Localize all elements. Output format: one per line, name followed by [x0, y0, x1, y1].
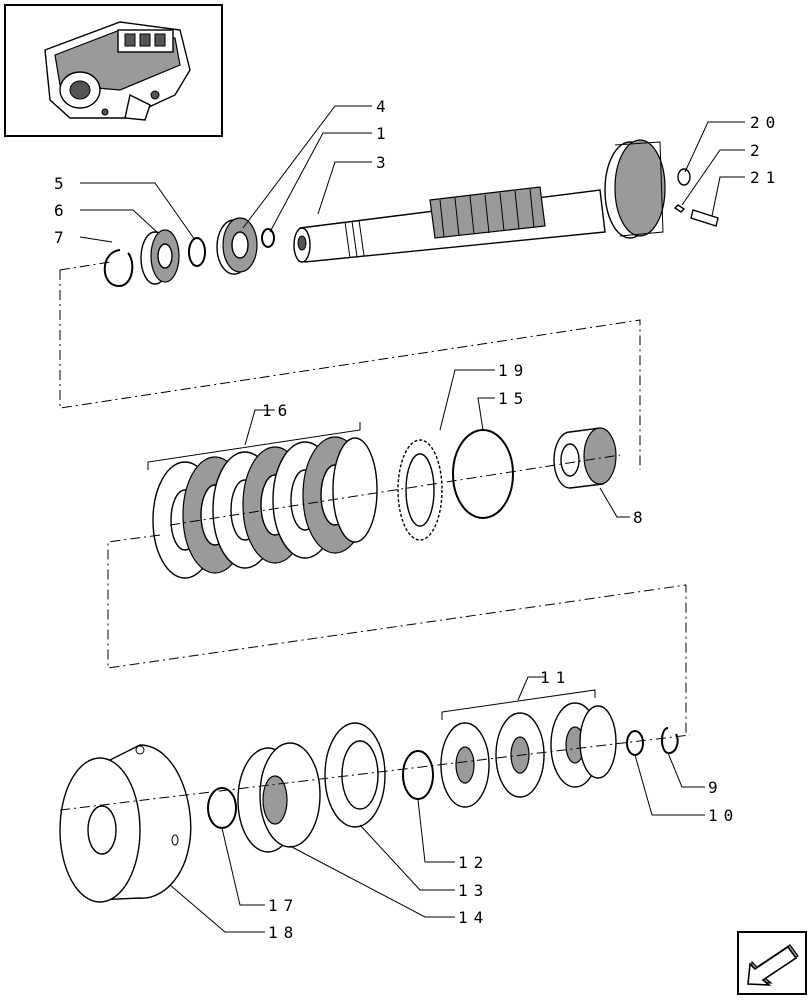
steel-disc-19[interactable] [397, 439, 443, 541]
previous-page-arrow-icon[interactable] [737, 931, 807, 995]
callout-9[interactable]: 9 [708, 778, 724, 797]
callout-13[interactable]: 13 [458, 881, 489, 900]
pin-2[interactable] [673, 204, 686, 213]
callout-11[interactable]: 11 [540, 668, 571, 687]
callout-17[interactable]: 17 [268, 896, 299, 915]
leader-lines [79, 105, 745, 933]
piston-14[interactable] [237, 742, 321, 853]
snap-ring-7[interactable] [103, 249, 134, 288]
callout-8[interactable]: 8 [633, 508, 649, 527]
callout-14[interactable]: 14 [458, 908, 489, 927]
belleville-springs-11[interactable] [440, 702, 617, 808]
plate-13[interactable] [324, 722, 386, 828]
callout-19[interactable]: 19 [498, 361, 529, 380]
ring-5[interactable] [188, 237, 206, 267]
callout-10[interactable]: 10 [708, 806, 739, 825]
seal-ring-17[interactable] [207, 787, 237, 829]
callout-20[interactable]: 20 [750, 113, 781, 132]
drum-housing-18[interactable] [59, 744, 192, 903]
callout-1[interactable]: 1 [376, 124, 392, 143]
callout-18[interactable]: 18 [268, 923, 299, 942]
callout-labels: 4 1 3 5 6 7 20 2 21 19 15 16 8 11 9 10 1… [54, 97, 781, 942]
callout-2[interactable]: 2 [750, 141, 766, 160]
callout-16[interactable]: 16 [262, 401, 293, 420]
ring-10[interactable] [626, 730, 644, 756]
callout-15[interactable]: 15 [498, 389, 529, 408]
snap-ring-15[interactable] [452, 429, 514, 519]
ring-12[interactable] [402, 750, 434, 800]
callout-3[interactable]: 3 [376, 153, 392, 172]
snap-ring-9[interactable] [661, 727, 679, 755]
bearing-6[interactable] [140, 229, 180, 285]
gear-hub-8[interactable] [553, 427, 617, 489]
bolt-21[interactable] [690, 209, 719, 227]
clutch-disc-pack-16[interactable] [152, 436, 378, 579]
ring-20[interactable] [677, 168, 691, 186]
bearing-4[interactable] [216, 217, 258, 275]
shaft-group [103, 139, 719, 288]
callout-4[interactable]: 4 [376, 97, 392, 116]
callout-6[interactable]: 6 [54, 201, 70, 220]
assembly-guide-line-2 [107, 534, 687, 735]
assembly-thumbnail[interactable] [4, 4, 223, 137]
snap-ring-1[interactable] [261, 228, 275, 248]
callout-5[interactable]: 5 [54, 174, 70, 193]
callout-7[interactable]: 7 [54, 228, 70, 247]
callout-21[interactable]: 21 [750, 168, 781, 187]
transmission-housing-icon [44, 21, 191, 121]
input-shaft[interactable] [293, 139, 666, 263]
callout-12[interactable]: 12 [458, 853, 489, 872]
assembly-guide-line-1 [59, 270, 641, 470]
